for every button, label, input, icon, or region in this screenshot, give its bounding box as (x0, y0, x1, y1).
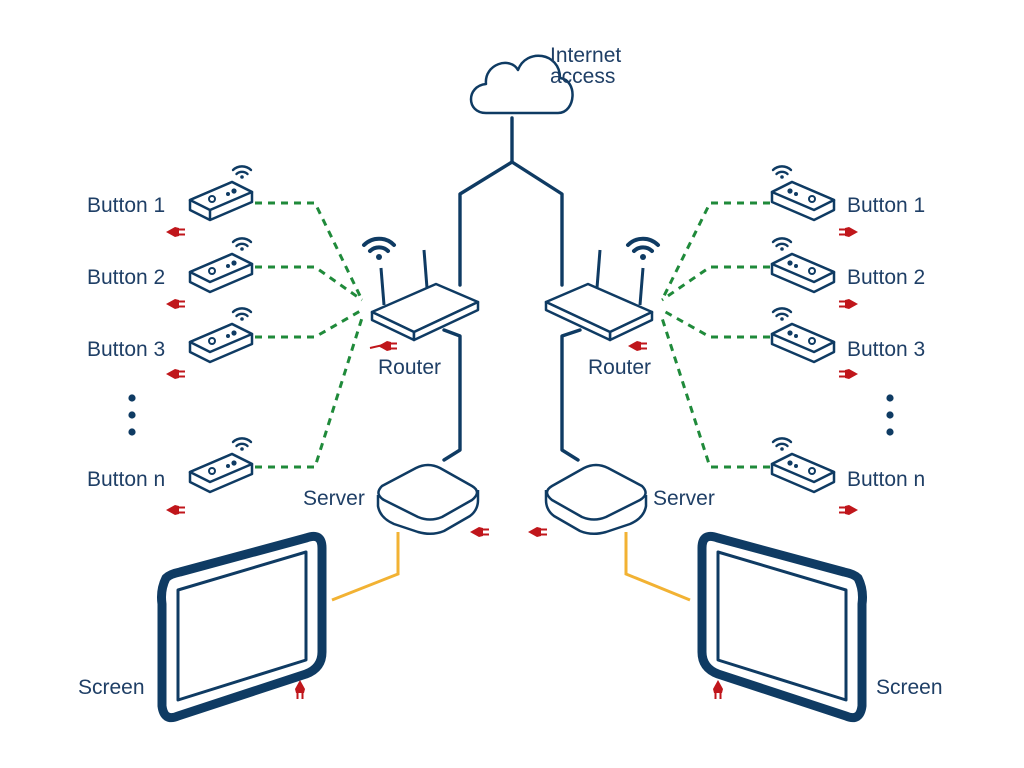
right-screen (697, 531, 867, 723)
left-ellipsis (128, 394, 136, 436)
right-screen-label: Screen (876, 676, 943, 699)
right-button-2-label: Button 2 (847, 266, 925, 289)
right-screen-plug-icon (713, 680, 723, 699)
internet-label-line1: Internet (550, 44, 621, 67)
left-router-label: Router (378, 356, 441, 379)
left-button-n-label: Button n (87, 468, 165, 491)
right-ellipsis (886, 394, 894, 436)
right-button-3 (770, 307, 858, 379)
left-screen-label: Screen (78, 676, 145, 699)
right-uplink-wire (510, 160, 564, 287)
left-router (370, 249, 480, 342)
left-button-3 (166, 307, 254, 379)
left-router-wifi-icon (362, 236, 396, 262)
left-uplink-wire (458, 160, 514, 287)
left-router-plug-icon (369, 341, 397, 351)
left-server-plug-icon (470, 527, 489, 537)
right-button-n-label: Button n (847, 468, 925, 491)
right-server-plug-icon (528, 527, 547, 537)
left-router-server-wire (442, 328, 462, 462)
right-router-label: Router (588, 356, 651, 379)
left-server (376, 463, 480, 535)
right-router-plug-icon (628, 341, 647, 351)
right-button-n (770, 437, 858, 515)
right-server (544, 463, 648, 535)
right-button-1-label: Button 1 (847, 194, 925, 217)
left-button-2 (166, 237, 254, 309)
right-button-1 (770, 165, 858, 237)
left-button-3-label: Button 3 (87, 338, 165, 361)
left-screen-plug-icon (295, 680, 305, 699)
internet-label-line2: access (550, 65, 615, 88)
right-hdmi-link (624, 532, 691, 602)
right-button-3-label: Button 3 (847, 338, 925, 361)
cloud-icon (469, 54, 574, 115)
left-button-1 (166, 165, 254, 237)
left-server-label: Server (303, 487, 365, 510)
left-wifi-links (255, 201, 364, 469)
right-router-wifi-icon (626, 236, 660, 262)
right-button-2 (770, 237, 858, 309)
right-router-server-wire (560, 328, 582, 462)
right-router (544, 249, 654, 342)
right-server-label: Server (653, 487, 715, 510)
left-button-n (166, 437, 254, 515)
left-screen (157, 531, 327, 723)
right-wifi-links (660, 201, 770, 469)
left-hdmi-link (331, 532, 400, 602)
left-button-2-label: Button 2 (87, 266, 165, 289)
left-button-1-label: Button 1 (87, 194, 165, 217)
